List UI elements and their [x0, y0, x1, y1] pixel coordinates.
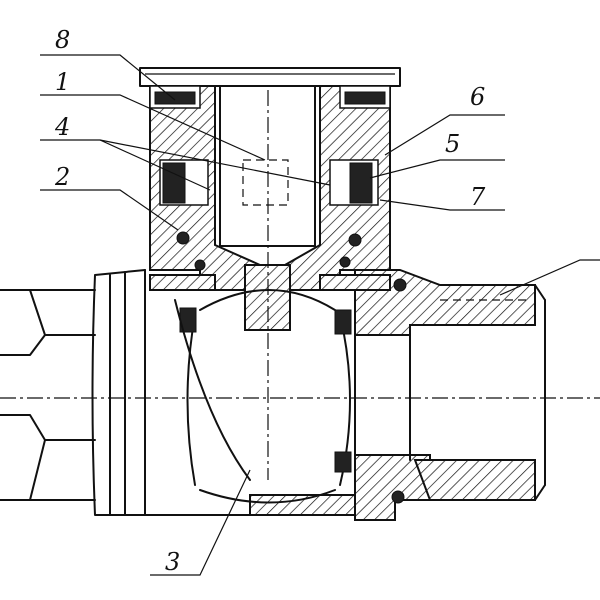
callout-6: 6: [470, 83, 485, 111]
callout-4: 4: [54, 113, 70, 141]
callout-1: 1: [55, 68, 70, 96]
callout-7: 7: [470, 183, 486, 211]
left-end-connector: [0, 289, 96, 501]
ball-assembly: [174, 278, 407, 504]
leader-lines: [40, 54, 600, 576]
callout-2: 2: [54, 163, 70, 191]
callout-3: 3: [165, 548, 180, 576]
valve-body: [91, 269, 546, 521]
callout-8: 8: [55, 26, 70, 54]
callout-5: 5: [445, 130, 460, 158]
